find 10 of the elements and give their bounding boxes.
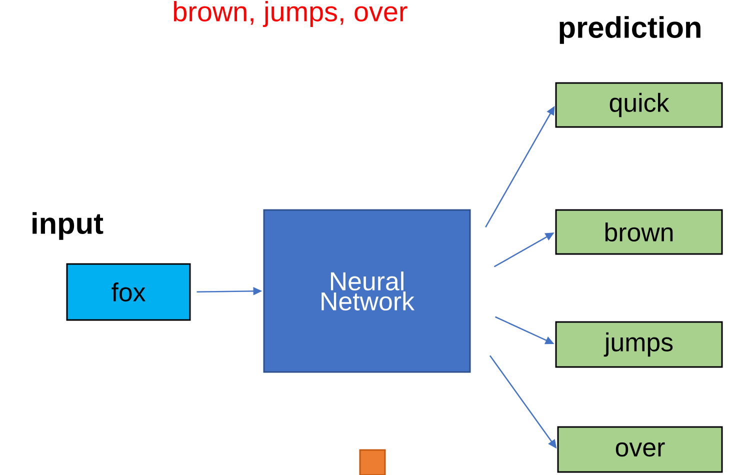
heading-text: prediction [560,16,700,44]
square-drawing [359,449,386,475]
prediction-box: quick [555,82,723,128]
prediction-box: jumps [555,321,723,368]
heading-text: input [32,212,104,240]
prediction-box: over [557,426,723,473]
prediction-box: brown [555,209,723,255]
input-box: fox [66,263,191,321]
heading-text: brown, jumps, over [174,1,408,27]
network-box: Neural Network [263,209,471,373]
